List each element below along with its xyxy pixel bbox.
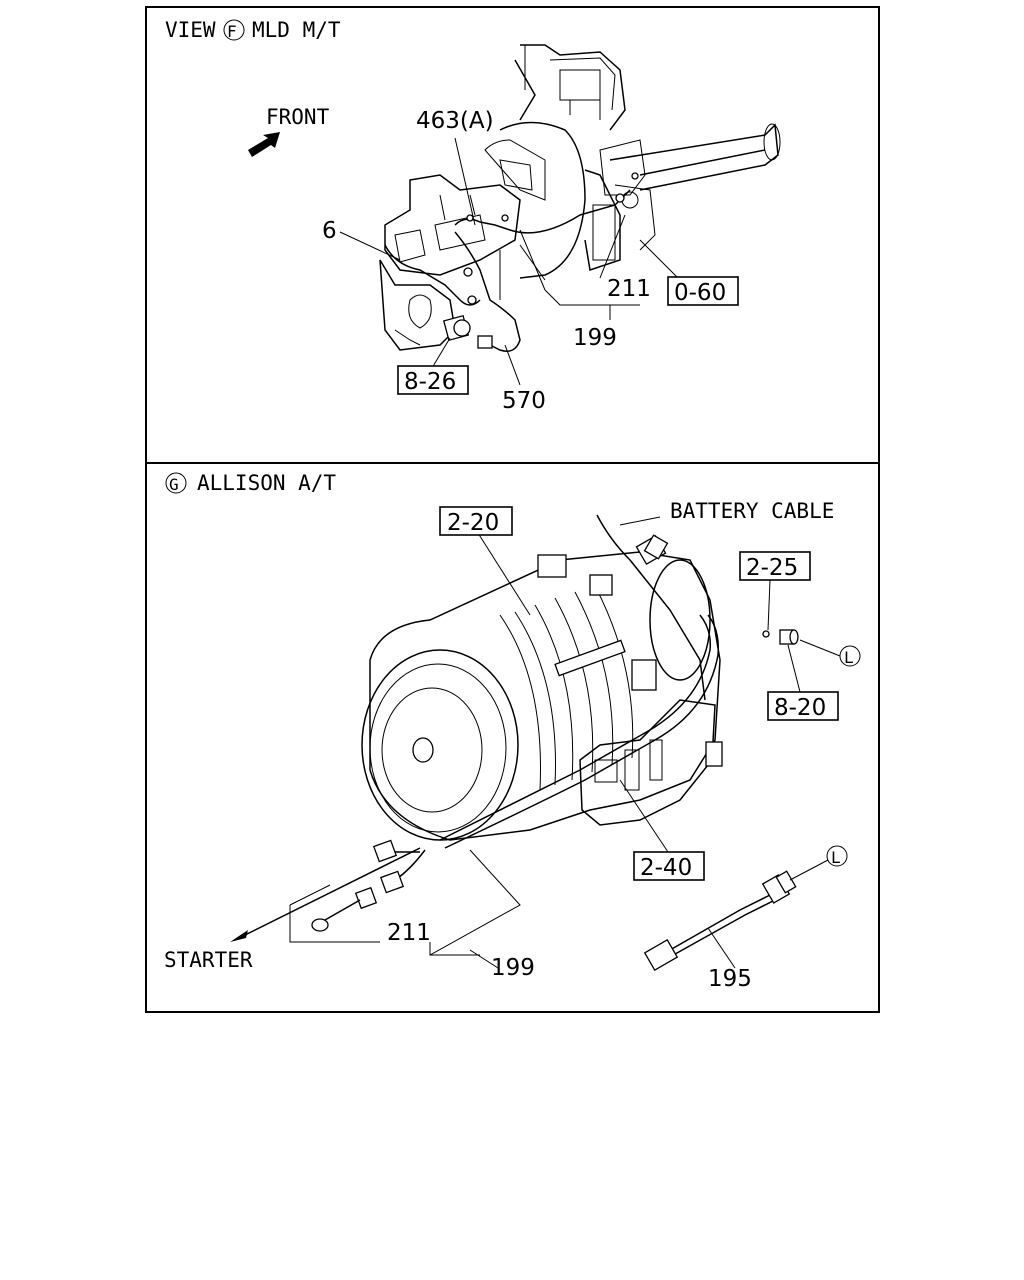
view-circle-icon <box>223 19 245 41</box>
callout-211-g: 211 <box>387 920 431 946</box>
speed-sensor-drawing <box>643 870 797 972</box>
panel-g-title: G ALLISON A/T <box>165 471 336 495</box>
ref-box-8-20[interactable]: 8-20 <box>767 691 839 721</box>
ref-box-0-60[interactable]: 0-60 <box>667 276 739 306</box>
ref-box-2-20[interactable]: 2-20 <box>439 506 513 536</box>
panel-f-title-suffix: MLD M/T <box>252 18 341 42</box>
view-circle-g-icon <box>165 472 187 494</box>
ref-box-8-26[interactable]: 8-26 <box>397 365 469 395</box>
battery-cable-label: BATTERY CABLE <box>670 499 834 523</box>
connector-l-mark-b: L <box>826 845 848 867</box>
harness-wiring-f <box>384 172 639 352</box>
battery-cable-drawing <box>596 514 706 701</box>
callout-211-f: 211 <box>607 276 651 302</box>
ref-2-20-label: 2-20 <box>447 510 499 536</box>
panel-f-title: VIEW F MLD M/T <box>165 18 341 42</box>
panel-f-title-prefix: VIEW <box>165 18 216 42</box>
ref-0-60-label: 0-60 <box>674 280 726 306</box>
plug-drawing <box>762 629 799 645</box>
panel-g-title-circle-letter: G <box>169 475 179 494</box>
ref-box-2-25[interactable]: 2-25 <box>739 551 811 581</box>
callout-463a: 463(A) <box>416 108 494 134</box>
panel-g-title-text: ALLISON A/T <box>197 471 336 495</box>
bell-housing-drawing <box>484 121 656 279</box>
ref-8-26-label: 8-26 <box>404 369 456 395</box>
leader-lines-f <box>339 137 681 386</box>
svg-text:L: L <box>831 848 841 867</box>
leader-lines-g <box>289 532 841 969</box>
connector-l-mark-a: L <box>839 645 861 667</box>
callout-199-g: 199 <box>491 955 535 981</box>
starter-harness-drawing <box>230 839 426 942</box>
callout-199-f: 199 <box>573 325 617 351</box>
back-up-switch-drawing <box>442 314 471 342</box>
ref-2-40-label: 2-40 <box>640 855 692 881</box>
svg-text:L: L <box>844 648 854 667</box>
front-arrow-icon <box>248 132 280 157</box>
ref-8-20-label: 8-20 <box>774 695 826 721</box>
ref-2-25-label: 2-25 <box>746 555 798 581</box>
panel-f-title-circle-letter: F <box>227 22 237 41</box>
allison-transmission-drawing <box>361 534 723 849</box>
callout-570: 570 <box>502 388 546 414</box>
callout-6: 6 <box>322 218 337 244</box>
panel-g-frame <box>145 462 880 1013</box>
engine-block-drawing <box>514 44 781 191</box>
starter-label: STARTER <box>164 948 253 972</box>
ref-box-2-40[interactable]: 2-40 <box>633 851 705 881</box>
front-label: FRONT <box>266 105 330 129</box>
callout-195: 195 <box>708 966 752 992</box>
